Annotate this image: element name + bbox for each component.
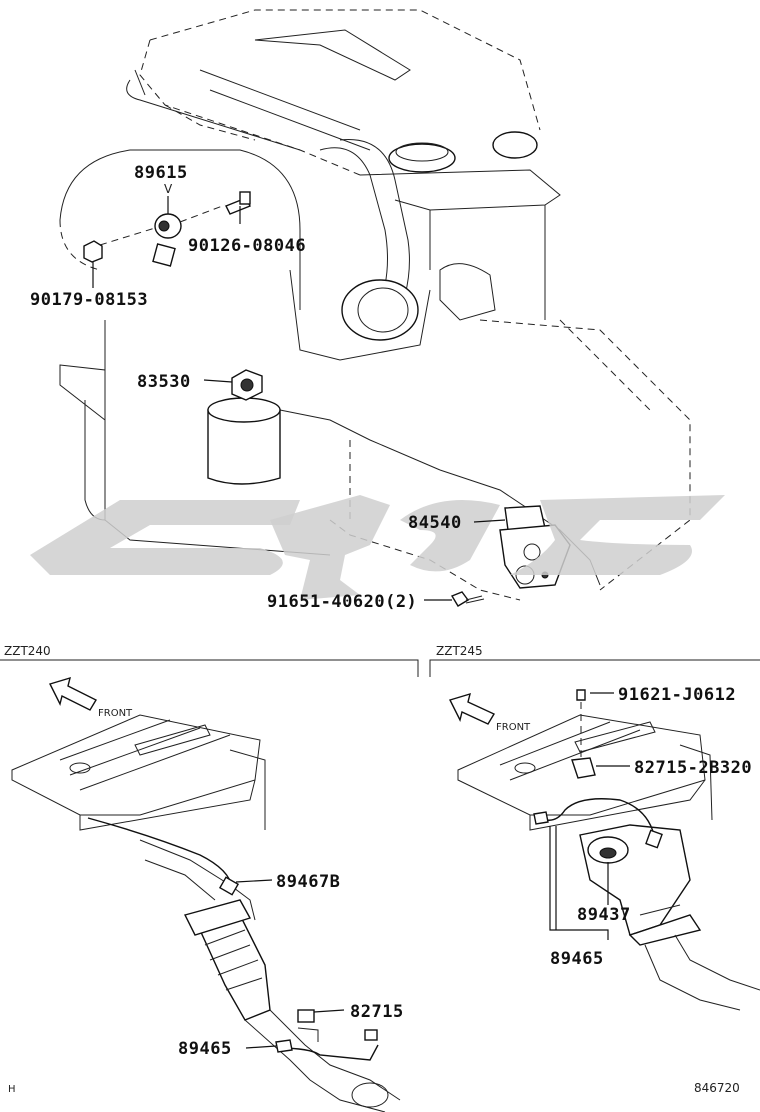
- nut-part: [83, 240, 103, 263]
- callout-neutral-switch: 84540: [408, 513, 462, 533]
- bolt-part: [450, 591, 485, 607]
- right-engine-illustration: [457, 689, 760, 1011]
- callout-stud-bolt: 90126-08046: [188, 236, 306, 256]
- left-leader-lines: [235, 879, 345, 1049]
- left-model-label: ZZT240: [4, 644, 51, 658]
- right-front-label: FRONT: [496, 722, 531, 733]
- callout-oil-pressure-switch: 83530: [137, 372, 191, 392]
- callout-screw: 91621-J0612: [618, 685, 736, 705]
- left-section-frame: [0, 659, 419, 677]
- callout-nut: 90179-08153: [30, 290, 148, 310]
- footer-left-mark: H: [8, 1084, 16, 1095]
- callout-oxygen-sensor-upper: 89467B: [276, 872, 340, 892]
- callout-knock-sensor-marker: V: [164, 182, 173, 196]
- footer-diagram-number: 846720: [694, 1081, 740, 1095]
- callout-clamp-right: 82715-2B320: [634, 758, 752, 778]
- right-leader-lines: [549, 692, 630, 940]
- knock-sensor-part: [99, 204, 226, 267]
- right-front-arrow: [449, 692, 496, 725]
- left-front-label: FRONT: [98, 708, 133, 719]
- stud-bolt-part: [225, 191, 251, 215]
- callout-clamp-left: 82715: [350, 1002, 404, 1022]
- right-section-frame: [429, 659, 760, 677]
- callout-knock-sensor: 89615: [134, 163, 188, 183]
- watermark-logo: [30, 495, 725, 600]
- left-front-arrow: [49, 676, 97, 711]
- callout-oxygen-sensor-right: 89465: [550, 949, 604, 969]
- callout-oxygen-sensor-lower: 89465: [178, 1039, 232, 1059]
- right-model-label: ZZT245: [436, 644, 483, 658]
- callout-bolt: 91651-40620(2): [267, 592, 417, 612]
- top-leader-lines: [92, 196, 506, 601]
- oil-pressure-switch-part: [231, 369, 263, 401]
- callout-af-sensor: 89437: [577, 905, 631, 925]
